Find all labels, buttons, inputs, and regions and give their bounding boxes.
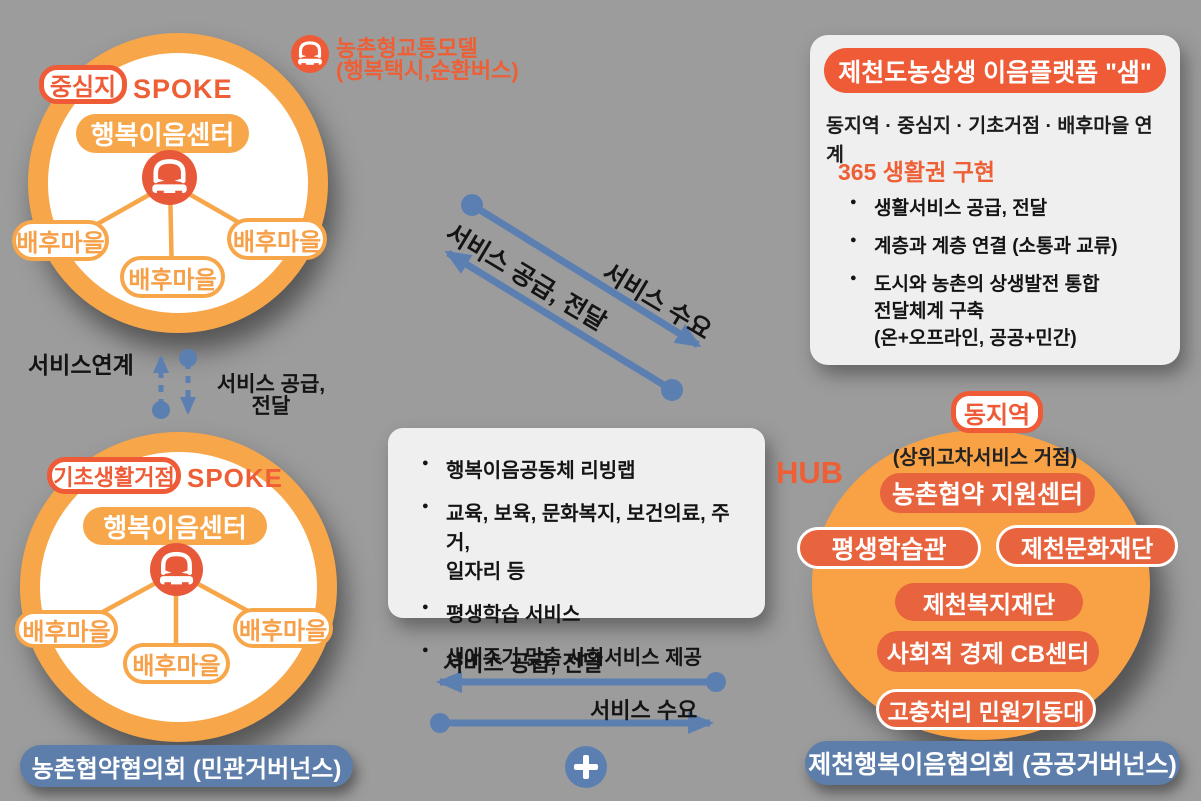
- happy-center-pill-bottom: 행복이음센터: [83, 507, 267, 545]
- hub-pill-grievance-response-team: 고충처리 민원기동대: [876, 689, 1096, 730]
- services-bullet-list: 행복이음공동체 리빙랩 교육, 보육, 문화복지, 보건의료, 주거, 일자리 …: [420, 454, 750, 670]
- platform-bullet: 도시와 농촌의 상생발전 통합 전달체계 구축 (온+오프라인, 공공+민간): [848, 269, 1168, 350]
- hub-subtitle: (상위고차서비스 거점): [892, 447, 1078, 469]
- platform-heading: 365 생활권 구현: [838, 159, 995, 185]
- transport-model-label: 농촌형교통모델 (행복택시,순환버스): [336, 36, 519, 84]
- car-icon: [142, 150, 197, 210]
- transport-line1: 농촌형교통모델: [336, 36, 478, 61]
- badge-basic-base: 기초생활거점: [47, 457, 181, 494]
- service-link-supply-label: 서비스 공급, 전달: [216, 373, 326, 419]
- hub-pill-rural-agreement-center: 농촌협약 지원센터: [880, 473, 1095, 513]
- platform-subtitle: 동지역 · 중심지 · 기초거점 · 배후마을 연계: [826, 115, 1153, 166]
- hub-label: HUB: [776, 455, 844, 490]
- transport-car-icon: [291, 35, 329, 78]
- happy-center-pill-top: 행복이음센터: [76, 114, 249, 153]
- hub-pill-lifelong-learning-hall: 평생학습관: [797, 527, 981, 569]
- services-bullet: 행복이음공동체 리빙랩: [420, 454, 750, 483]
- platform-bullet-list: 생활서비스 공급, 전달 계층과 계층 연결 (소통과 교류) 도시와 농촌의 …: [848, 193, 1168, 350]
- badge-basic-base-label: 기초생활거점: [53, 464, 175, 490]
- hub-badge-label: 동지역: [963, 401, 1031, 429]
- village-pill: 배후마을: [12, 220, 109, 261]
- plus-icon: [565, 746, 607, 788]
- bottom-demand-label: 서비스 수요: [590, 698, 698, 723]
- transport-line2: (행복택시,순환버스): [336, 58, 519, 84]
- hub-pill-jecheon-welfare-foundation: 제천복지재단: [895, 583, 1083, 621]
- dashed-link-up-arrow: [152, 355, 170, 419]
- governance-pill-right: 제천행복이음협의회 (공공거버넌스): [805, 741, 1180, 785]
- badge-center-area: 중심지: [39, 65, 127, 104]
- platform-title: 제천도농상생 이음플랫폼 "샘": [824, 48, 1166, 93]
- village-pill: 배후마을: [123, 643, 230, 684]
- platform-box: 제천도농상생 이음플랫폼 "샘" 동지역 · 중심지 · 기초거점 · 배후마을…: [810, 35, 1180, 365]
- platform-bullet: 생활서비스 공급, 전달: [848, 193, 1168, 220]
- village-pill: 배후마을: [227, 218, 327, 260]
- hub-badge-dong-area: 동지역: [951, 391, 1043, 433]
- services-box: 행복이음공동체 리빙랩 교육, 보육, 문화복지, 보건의료, 주거, 일자리 …: [388, 428, 765, 669]
- services-bullet: 교육, 보육, 문화복지, 보건의료, 주거, 일자리 등: [420, 497, 750, 584]
- bottom-supply-label: 서비스 공급, 전달: [443, 651, 604, 676]
- spoke-label-top: SPOKE: [133, 74, 233, 104]
- village-pill: 배후마을: [233, 608, 333, 648]
- hub-pill-jecheon-culture-foundation: 제천문화재단: [996, 525, 1178, 567]
- dashed-link-down-arrow: [179, 349, 197, 415]
- services-bullet: 생애주기 맞춤 사회서비스 제공: [420, 641, 750, 670]
- services-bullet: 평생학습 서비스: [420, 598, 750, 627]
- spoke-label-bottom: SPOKE: [187, 463, 284, 493]
- car-icon: [150, 543, 203, 601]
- governance-pill-left: 농촌협약협의회 (민관거버넌스): [20, 745, 353, 787]
- platform-bullet: 계층과 계층 연결 (소통과 교류): [848, 231, 1168, 258]
- village-pill: 배후마을: [15, 610, 118, 648]
- badge-center-area-label: 중심지: [49, 74, 117, 101]
- service-link-label: 서비스연계: [28, 352, 134, 378]
- village-pill: 배후마을: [120, 256, 225, 298]
- hub-pill-social-economy-cb-center: 사회적 경제 CB센터: [877, 631, 1099, 672]
